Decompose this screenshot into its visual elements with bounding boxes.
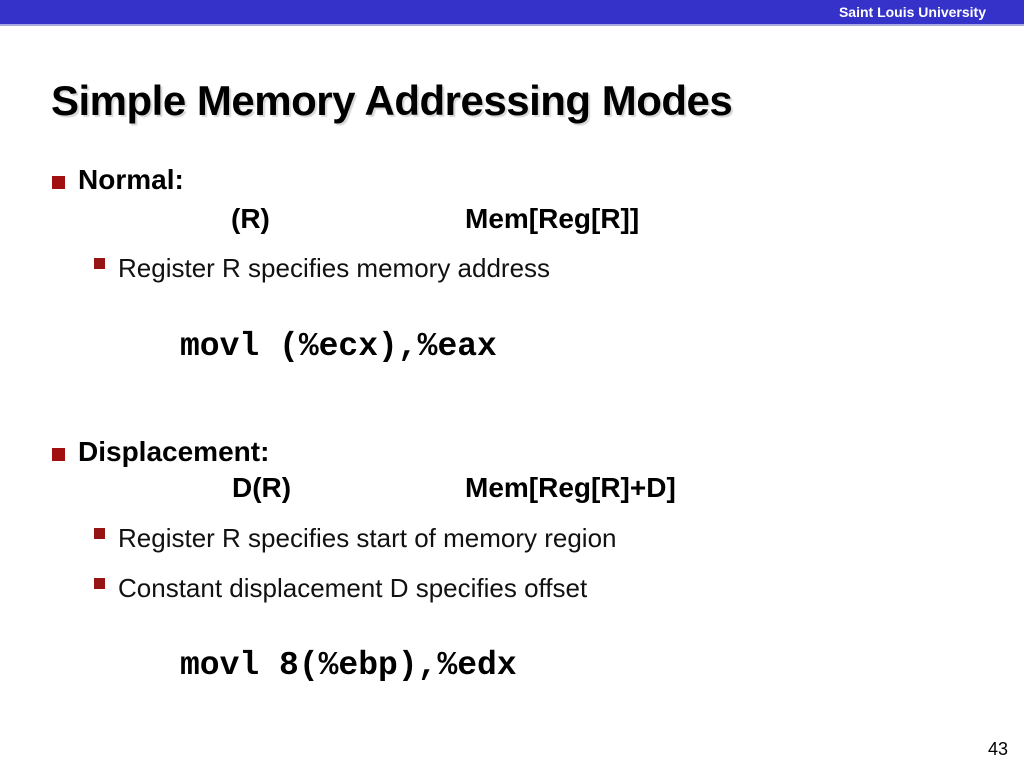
displacement-code-example: movl 8(%ebp),%edx: [180, 647, 517, 684]
bullet-square-icon: [52, 448, 65, 461]
normal-point-1: Register R specifies memory address: [118, 253, 551, 283]
displacement-point-1: Register R specifies start of memory reg…: [118, 523, 617, 553]
header-bar: Saint Louis University: [0, 0, 1024, 26]
section-heading-normal: Normal:: [78, 164, 184, 195]
displacement-syntax: D(R): [232, 472, 292, 503]
slide-page-number: 43: [987, 739, 1008, 759]
slide-title: Simple Memory Addressing Modes: [51, 77, 733, 124]
sub-bullet-square-icon: [94, 528, 105, 539]
normal-code-example: movl (%ecx),%eax: [180, 328, 497, 365]
bullet-square-icon: [52, 176, 65, 189]
institution-name: Saint Louis University: [838, 4, 986, 20]
normal-syntax: (R): [231, 203, 270, 234]
sub-bullet-square-icon: [94, 578, 105, 589]
section-heading-displacement: Displacement:: [78, 436, 270, 467]
displacement-meaning: Mem[Reg[R]+D]: [465, 472, 676, 503]
normal-meaning: Mem[Reg[R]]: [465, 203, 640, 234]
displacement-point-2: Constant displacement D specifies offset: [118, 573, 588, 603]
sub-bullet-square-icon: [94, 258, 105, 269]
